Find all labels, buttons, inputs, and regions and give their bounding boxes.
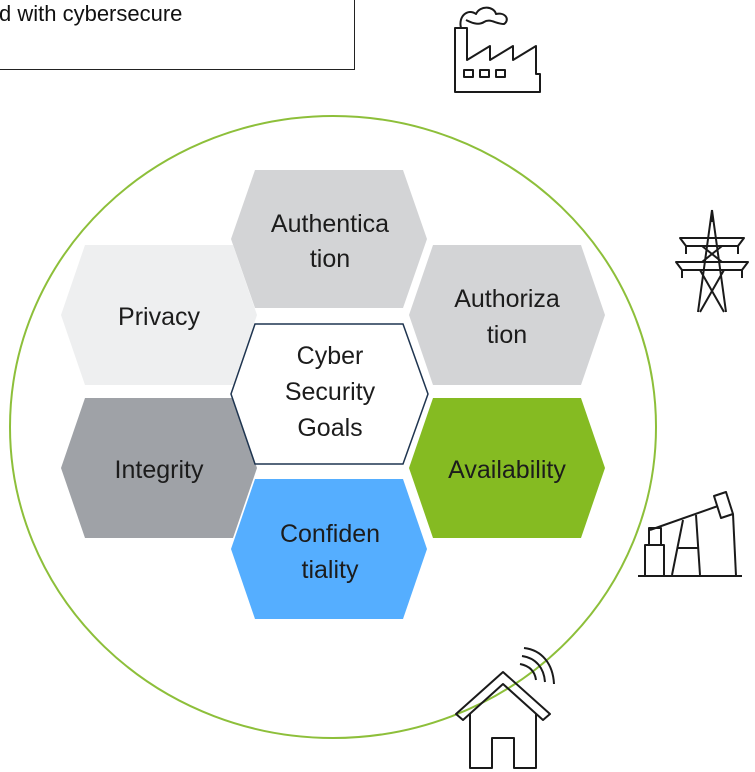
- power-tower-icon: [675, 209, 749, 313]
- hex-integrity-line-1: Integrity: [115, 456, 204, 484]
- hex-authentication-line-1: Authentica: [271, 210, 389, 238]
- hex-center-shape: [230, 323, 429, 465]
- hex-authentication-line-2: tion: [310, 245, 350, 273]
- hex-integrity: Integrity: [61, 398, 257, 538]
- smart-home-icon: [455, 647, 555, 769]
- center-line-1: Cyber: [297, 342, 364, 370]
- hex-center-goals: Cyber Security Goals: [230, 323, 429, 465]
- hex-confidentiality-line-1: Confiden: [280, 520, 380, 548]
- caption-box: d with cybersecure: [0, 0, 355, 70]
- hex-authorization-shape: [409, 245, 605, 385]
- hex-authorization-line-2: tion: [487, 321, 527, 349]
- hex-confidentiality: Confiden tiality: [231, 479, 427, 619]
- goals-ellipse: [9, 115, 657, 739]
- oil-pump-icon: [638, 491, 742, 577]
- factory-icon: [454, 6, 541, 93]
- hex-privacy: Privacy: [61, 245, 257, 385]
- hex-availability: Availability: [409, 398, 605, 538]
- hex-integrity-shape: [61, 398, 257, 538]
- hex-confidentiality-line-2: tiality: [302, 556, 359, 584]
- hex-privacy-line-1: Privacy: [118, 303, 200, 331]
- hex-privacy-shape: [61, 245, 257, 385]
- caption-text: d with cybersecure: [0, 1, 183, 26]
- center-line-2: Security: [285, 378, 376, 406]
- hex-authorization-line-1: Authoriza: [454, 285, 560, 313]
- hex-availability-line-1: Availability: [448, 456, 566, 484]
- hex-authentication: Authentica tion: [231, 170, 427, 308]
- hex-availability-shape: [409, 398, 605, 538]
- hex-authentication-shape: [231, 170, 427, 308]
- center-line-3: Goals: [297, 414, 362, 442]
- hex-confidentiality-shape: [231, 479, 427, 619]
- hex-authorization: Authoriza tion: [409, 245, 605, 385]
